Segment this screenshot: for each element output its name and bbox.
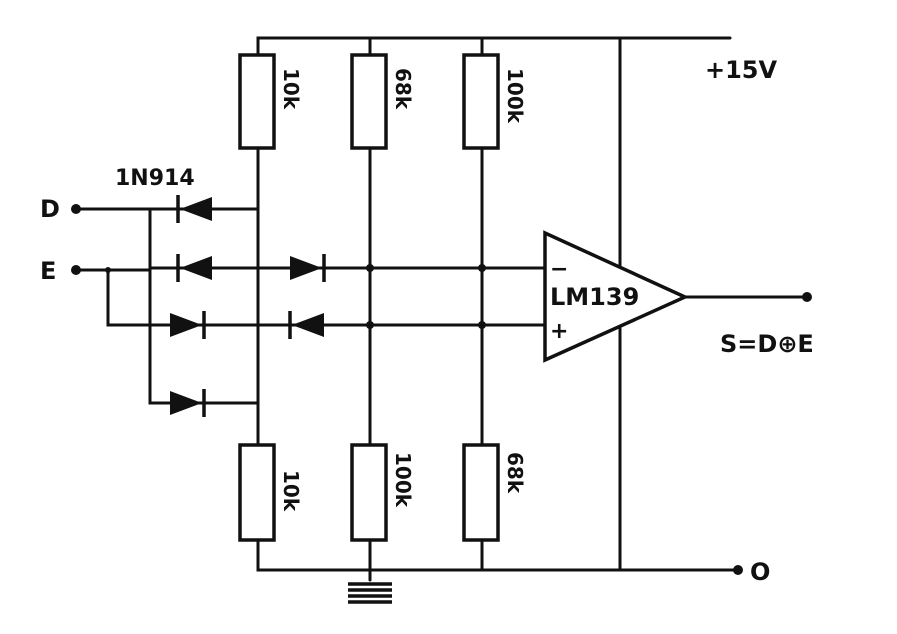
resistor-bottom-2 <box>350 443 388 542</box>
junction-dot <box>105 267 111 273</box>
resistor-bottom-3 <box>462 443 500 542</box>
output-terminal <box>802 292 812 302</box>
supply-label: +15V <box>705 56 778 84</box>
d-drop-wire <box>148 207 260 405</box>
resistor-top-2-value: 68k <box>391 68 415 110</box>
resistor-bottom-3-value: 68k <box>503 452 527 494</box>
input-d-label: D <box>40 195 60 223</box>
comparator-triangle <box>543 230 690 363</box>
resistor-bottom-2-value: 100k <box>391 452 415 508</box>
output-expression-label: S=D⊕E <box>720 330 814 358</box>
diode-type-label: 1N914 <box>115 166 195 191</box>
resistor-top-3-value: 100k <box>503 68 527 124</box>
junction-dot <box>478 264 486 272</box>
e-drop-wire <box>106 268 260 327</box>
diode-d2 <box>176 254 212 282</box>
comparator-label: LM139 <box>550 283 639 311</box>
resistor-bottom-1-value: 10k <box>279 470 303 512</box>
comparator-plus-label: + <box>550 319 568 344</box>
resistor-bottom-1 <box>238 443 276 542</box>
supply-rail <box>256 36 732 50</box>
diode-d5 <box>288 311 324 339</box>
resistor-top-1-value: 10k <box>279 68 303 110</box>
diode-d3 <box>290 254 326 282</box>
resistor-top-2 <box>350 53 388 150</box>
junction-dot <box>366 264 374 272</box>
ground-terminal <box>733 565 743 575</box>
ground-output-label: O <box>750 558 770 586</box>
diode-d4 <box>170 311 206 339</box>
resistor-top-1 <box>238 53 276 150</box>
ground-rail <box>256 543 737 572</box>
comparator-minus-label: − <box>550 257 568 282</box>
junction-dot <box>366 321 374 329</box>
input-e-label: E <box>40 257 56 285</box>
junction-dot <box>478 321 486 329</box>
diode-d6 <box>170 389 206 417</box>
ground-symbol <box>348 582 392 604</box>
resistor-top-3 <box>462 53 500 150</box>
diode-d1 <box>176 195 212 223</box>
